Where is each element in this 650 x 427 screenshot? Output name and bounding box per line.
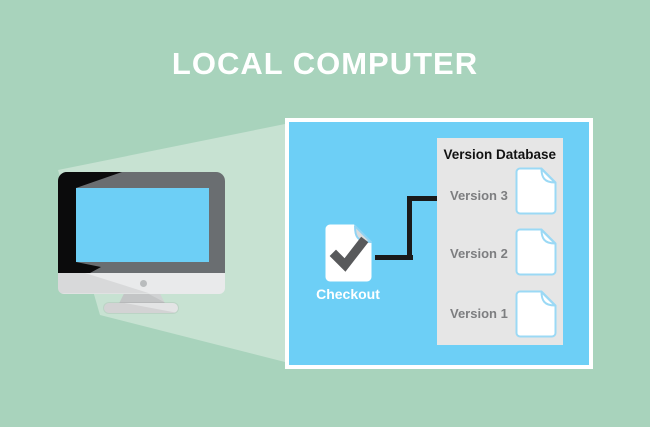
document-icon <box>515 290 557 338</box>
page-title: LOCAL COMPUTER <box>171 46 479 81</box>
checkout-doc-svg <box>325 224 372 281</box>
monitor-chin <box>58 273 225 294</box>
monitor-screen <box>76 187 209 262</box>
version-database-title: Version Database <box>443 146 557 162</box>
connector-segment <box>407 195 452 201</box>
monitor-stand <box>119 293 165 304</box>
monitor-stand-shade <box>119 293 165 304</box>
monitor-camera-dot <box>140 280 147 287</box>
document-checkmark-icon <box>324 224 372 282</box>
connector-segment <box>407 195 412 260</box>
local-workspace-box: Checkout Version Database Version 3 Vers… <box>285 117 593 369</box>
version-label: Version 2 <box>450 245 508 261</box>
monitor-base-shade <box>104 303 178 313</box>
version-database-panel: Version Database Version 3 Version 2 Ver… <box>437 137 563 345</box>
document-icon <box>515 167 557 215</box>
version-label: Version 3 <box>450 187 508 203</box>
checkout-label: Checkout <box>316 285 380 302</box>
version-label: Version 1 <box>450 305 508 321</box>
monitor-base <box>104 303 178 313</box>
monitor-bezel <box>58 172 225 273</box>
document-icon <box>515 228 557 276</box>
connector-segment <box>375 254 413 260</box>
